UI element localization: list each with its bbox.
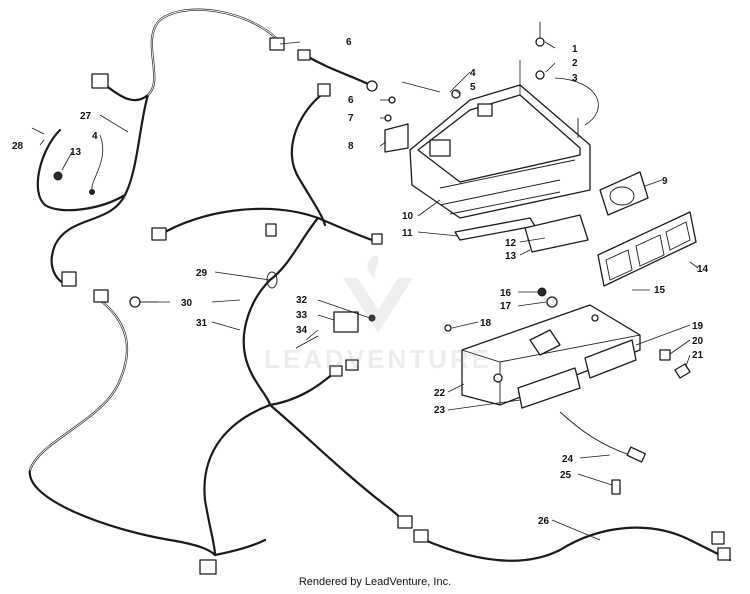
connector [371, 233, 383, 245]
part-16-cable [297, 49, 378, 92]
callout-4b: 4 [92, 131, 98, 142]
callout-30: 32 [296, 295, 308, 306]
callout-14: 8 [348, 141, 354, 152]
callout-33: 30 [181, 298, 193, 309]
callout-3: 1 [572, 44, 578, 55]
callout-6a: 12 [505, 238, 517, 249]
connector [265, 223, 277, 237]
callout-7: 13 [505, 251, 517, 262]
part-27-clip [611, 479, 621, 495]
callout-labels: 1 2 3 4 5 6 6 7 8 9 10 11 12 13 14 15 16… [12, 37, 709, 527]
callout-11: 14 [697, 264, 709, 275]
callout-31: 26 [538, 516, 550, 527]
part-31-cable [413, 526, 732, 562]
part-1-console-housing [409, 84, 591, 219]
part-20-decal [517, 367, 581, 409]
callout-21: 19 [692, 321, 704, 332]
callout-4: 2 [572, 58, 578, 69]
callout-23: 21 [692, 350, 704, 361]
callout-25: 16 [500, 288, 512, 299]
callout-10: 4 [470, 68, 476, 79]
connector [329, 365, 343, 377]
part-26-cable [559, 411, 647, 495]
part-13-grommet [53, 171, 63, 181]
callout-9: 5 [470, 82, 476, 93]
callout-17: 22 [434, 388, 446, 399]
connector [397, 515, 413, 529]
callout-29: 29 [196, 268, 208, 279]
part-22-switch [659, 349, 671, 361]
part-19-bolt [31, 127, 45, 135]
callout-6b: 15 [654, 285, 666, 296]
callout-1: 10 [402, 211, 414, 222]
part-10-lead [401, 81, 441, 93]
connector [61, 271, 77, 287]
part-18-screw [444, 324, 452, 332]
part-8-gauge [599, 171, 649, 216]
wire-loop [266, 271, 278, 289]
callout-13: 13 [70, 147, 82, 158]
part-25-nut [537, 287, 547, 297]
main-wiring-harness [28, 8, 413, 575]
part-35-screw [295, 335, 319, 349]
callout-26: 24 [562, 454, 574, 465]
part-4-washer [89, 189, 95, 195]
connector [93, 289, 109, 303]
callout-2: 11 [402, 228, 413, 239]
part-2-bracket [454, 217, 536, 241]
connector [151, 227, 167, 241]
connector [345, 359, 359, 371]
callout-5: 3 [572, 73, 578, 84]
callout-8: 9 [662, 176, 668, 187]
connector [199, 559, 217, 575]
part-14-plate [384, 123, 409, 153]
callout-19: 28 [12, 141, 24, 152]
callout-34: 33 [296, 310, 308, 321]
callout-20: 23 [434, 405, 446, 416]
callout-18: 18 [480, 318, 492, 329]
callout-32: 27 [80, 111, 92, 122]
part-11-bezel [597, 211, 697, 287]
callout-15: 6 [348, 95, 354, 106]
connector [91, 73, 109, 89]
leader-lines [39, 41, 699, 541]
part-23-knob [674, 363, 691, 379]
callout-28: 31 [196, 318, 208, 329]
callout-12: 7 [348, 113, 354, 124]
callout-16: 6 [346, 37, 352, 48]
part-17-lower-panel [461, 304, 641, 406]
part-34-relay [333, 311, 359, 333]
callout-35: 34 [296, 325, 308, 336]
callout-22: 20 [692, 336, 704, 347]
part-24-washer [546, 296, 558, 308]
credit-footer: Rendered by LeadVenture, Inc. [298, 576, 452, 588]
part-21-decal [584, 339, 637, 379]
fasteners-3-4-5 [519, 22, 579, 138]
callout-24: 17 [500, 301, 512, 312]
part-33-grommet [129, 296, 141, 308]
callout-27: 25 [560, 470, 572, 481]
part-7-plate [524, 214, 589, 253]
connector [317, 83, 331, 97]
